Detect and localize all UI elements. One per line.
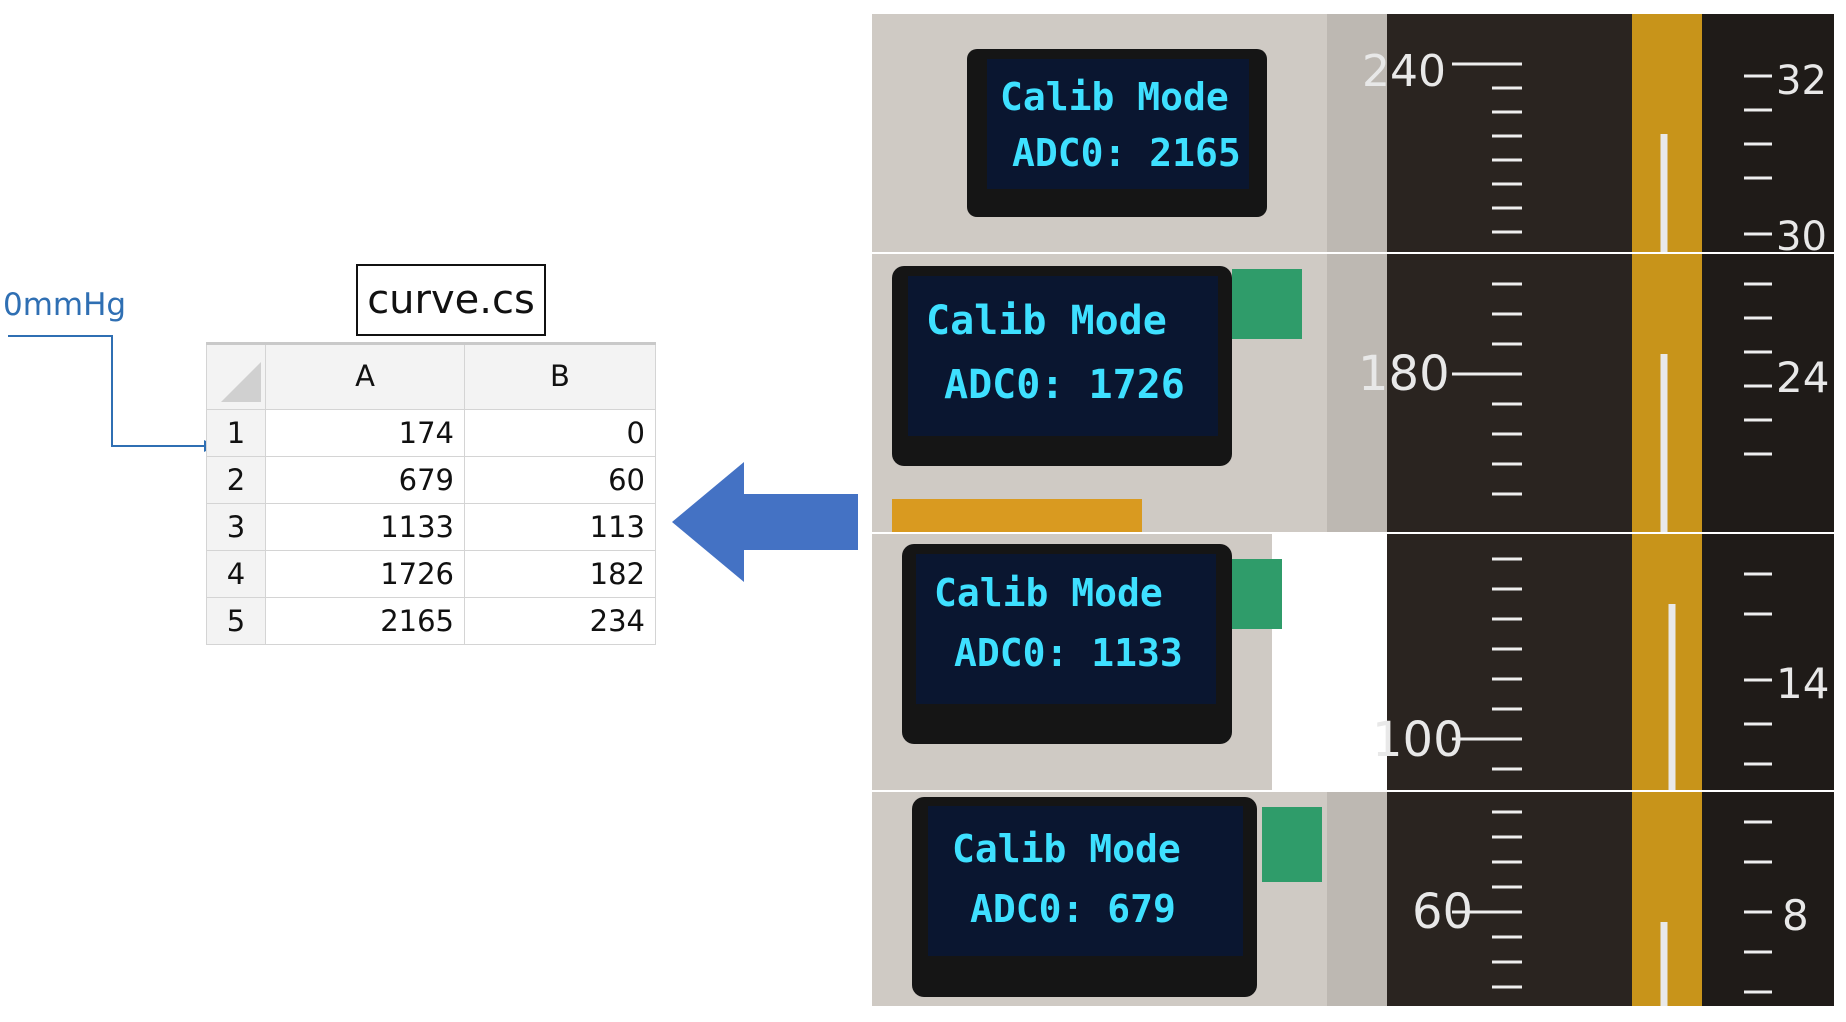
annotation-arrow: [8, 335, 216, 452]
cell-b[interactable]: 113: [464, 503, 656, 551]
scale-right-top-value: 14: [1776, 659, 1829, 708]
sheet-table: A B 1 174 0 2 679 60 3 1133 113 4 1726 1…: [206, 342, 656, 645]
calibration-photo-3: Calib Mode ADC0: 1133 100 14: [872, 534, 1834, 790]
scale-left-value: 100: [1372, 712, 1464, 768]
scale-left-value: 180: [1358, 346, 1450, 402]
table-row: 2 679 60: [206, 456, 656, 504]
table-row: 5 2165 234: [206, 597, 656, 645]
scale-right-top-value: 32: [1776, 58, 1827, 104]
cell-a[interactable]: 1726: [265, 550, 465, 598]
scale-left-value: 240: [1362, 46, 1446, 97]
calibration-photo-1: Calib Mode ADC0: 2165 240 32 30: [872, 14, 1834, 252]
scale-right-bottom-value: 30: [1776, 214, 1827, 252]
cell-a[interactable]: 174: [265, 409, 465, 457]
oled-adc-text: ADC0: 1726: [944, 362, 1185, 408]
row-header[interactable]: 1: [206, 409, 266, 457]
zero-mmhg-label: 0mmHg: [3, 287, 127, 323]
column-header-a[interactable]: A: [265, 342, 465, 410]
oled-mode-text: Calib Mode: [952, 827, 1181, 871]
calibration-photo-4: Calib Mode ADC0: 679 60 8: [872, 792, 1834, 1006]
cell-b[interactable]: 0: [464, 409, 656, 457]
sheet-top-border: [206, 342, 656, 345]
calibration-photo-2: Calib Mode ADC0: 1726 180 24: [872, 254, 1834, 532]
row-header[interactable]: 4: [206, 550, 266, 598]
table-row: 3 1133 113: [206, 503, 656, 551]
cell-b[interactable]: 60: [464, 456, 656, 504]
row-header[interactable]: 3: [206, 503, 266, 551]
column-header-row: A B: [206, 342, 656, 410]
oled-mode-text: Calib Mode: [934, 571, 1163, 615]
oled-mode-text: Calib Mode: [1000, 75, 1229, 119]
oled-adc-text: ADC0: 1133: [954, 631, 1183, 675]
oled-adc-text: ADC0: 679: [970, 887, 1176, 931]
column-header-b[interactable]: B: [464, 342, 656, 410]
oled-adc-text: ADC0: 2165: [1012, 131, 1241, 175]
cell-a[interactable]: 2165: [265, 597, 465, 645]
cell-b[interactable]: 234: [464, 597, 656, 645]
oled-mode-text: Calib Mode: [926, 298, 1167, 344]
spreadsheet: A B 1 174 0 2 679 60 3 1133 113 4 1726 1…: [206, 342, 656, 660]
table-row: 1 174 0: [206, 409, 656, 457]
table-row: 4 1726 182: [206, 550, 656, 598]
left-arrow-icon: [672, 462, 858, 582]
file-title-box: curve.cs: [356, 264, 546, 336]
row-header[interactable]: 2: [206, 456, 266, 504]
scale-left-value: 60: [1412, 884, 1473, 940]
scale-right-top-value: 8: [1782, 891, 1809, 940]
row-header[interactable]: 5: [206, 597, 266, 645]
select-all-corner[interactable]: [206, 342, 266, 410]
cell-a[interactable]: 679: [265, 456, 465, 504]
cell-a[interactable]: 1133: [265, 503, 465, 551]
cell-b[interactable]: 182: [464, 550, 656, 598]
scale-right-top-value: 24: [1776, 353, 1829, 402]
